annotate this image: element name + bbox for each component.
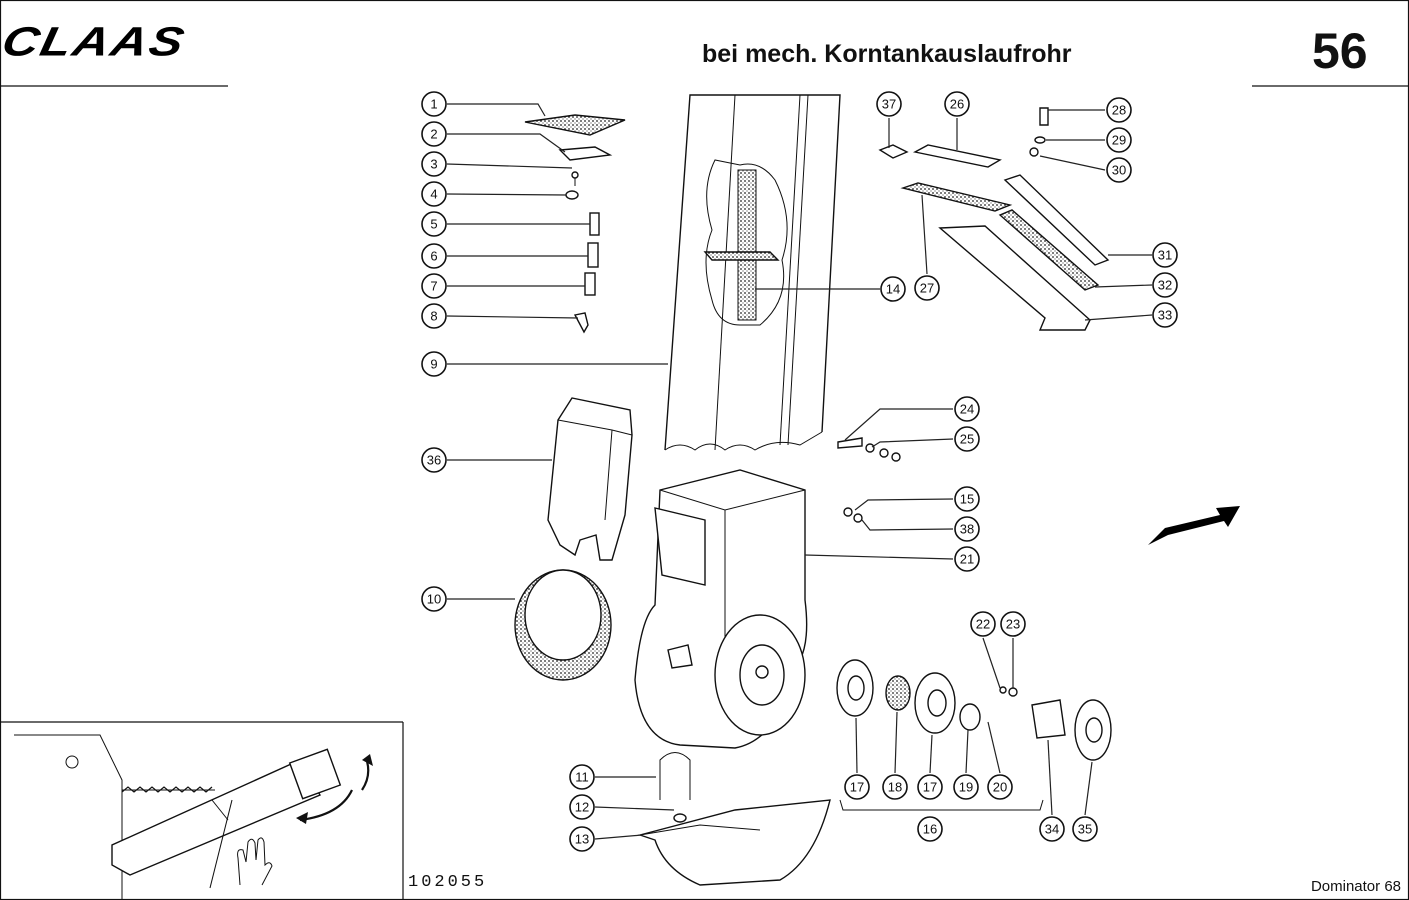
svg-text:32: 32 — [1158, 278, 1172, 293]
svg-text:2: 2 — [430, 127, 437, 142]
svg-text:6: 6 — [430, 249, 437, 264]
svg-text:1: 1 — [430, 97, 437, 112]
callout-4: 4 — [421, 181, 447, 207]
drawing-number: 102055 — [408, 873, 488, 892]
clamp-13 — [637, 752, 831, 886]
svg-text:34: 34 — [1045, 822, 1059, 837]
callout-31: 31 — [1152, 242, 1178, 268]
callout-12: 12 — [569, 794, 595, 820]
svg-text:20: 20 — [993, 780, 1007, 795]
callout-20: 20 — [987, 774, 1013, 800]
svg-text:10: 10 — [427, 592, 441, 607]
callout-26: 26 — [944, 91, 970, 117]
svg-text:38: 38 — [960, 522, 974, 537]
svg-text:22: 22 — [976, 617, 990, 632]
callout-29: 29 — [1106, 127, 1132, 153]
svg-text:26: 26 — [950, 97, 964, 112]
svg-text:8: 8 — [430, 309, 437, 324]
svg-text:4: 4 — [430, 187, 437, 202]
svg-text:27: 27 — [920, 281, 934, 296]
svg-text:31: 31 — [1158, 248, 1172, 263]
callout-38: 38 — [954, 516, 980, 542]
inset-operation-illustration — [14, 734, 373, 900]
callout-9: 9 — [421, 351, 447, 377]
svg-text:36: 36 — [427, 453, 441, 468]
belt-10 — [514, 569, 612, 681]
callout-10: 10 — [421, 586, 447, 612]
svg-text:13: 13 — [575, 832, 589, 847]
callout-37: 37 — [876, 91, 902, 117]
svg-text:9: 9 — [430, 357, 437, 372]
callout-17a: 17 — [844, 774, 870, 800]
svg-text:12: 12 — [575, 800, 589, 815]
callout-2: 2 — [421, 121, 447, 147]
callout-33: 33 — [1152, 302, 1178, 328]
callout-25: 25 — [954, 426, 980, 452]
svg-text:24: 24 — [960, 402, 974, 417]
housing-21 — [634, 469, 808, 749]
svg-text:11: 11 — [575, 770, 589, 785]
callout-8: 8 — [421, 303, 447, 329]
svg-text:16: 16 — [923, 822, 937, 837]
callout-30: 30 — [1106, 157, 1132, 183]
callout-3: 3 — [421, 151, 447, 177]
page-title: bei mech. Korntankauslaufrohr — [702, 40, 1072, 68]
callout-23: 23 — [1000, 611, 1026, 637]
bracket-36 — [547, 397, 633, 561]
callout-35: 35 — [1072, 816, 1098, 842]
svg-text:3: 3 — [430, 157, 437, 172]
callout-14: 14 — [880, 276, 906, 302]
callout-circles: 1 2 3 4 5 6 7 8 9 36 10 11 12 13 14 27 3… — [421, 91, 1178, 852]
leader-lines — [446, 103, 1153, 840]
callout-11: 11 — [569, 764, 595, 790]
callout-1: 1 — [421, 91, 447, 117]
callout-5: 5 — [421, 211, 447, 237]
callout-19: 19 — [953, 774, 979, 800]
svg-text:18: 18 — [888, 780, 902, 795]
svg-text:17: 17 — [850, 780, 864, 795]
callout-27: 27 — [914, 275, 940, 301]
direction-arrow — [1148, 506, 1240, 545]
callout-15: 15 — [954, 486, 980, 512]
svg-text:33: 33 — [1158, 308, 1172, 323]
callout-36: 36 — [421, 447, 447, 473]
callout-34: 34 — [1039, 816, 1065, 842]
svg-text:5: 5 — [430, 217, 437, 232]
callout-28: 28 — [1106, 97, 1132, 123]
callout-32: 32 — [1152, 272, 1178, 298]
hub-assembly — [836, 659, 1112, 811]
discharge-tube — [664, 94, 841, 451]
model-name: Dominator 68 — [1310, 878, 1401, 895]
callout-21: 21 — [954, 546, 980, 572]
callout-17b: 17 — [917, 774, 943, 800]
svg-text:30: 30 — [1112, 163, 1126, 178]
svg-text:37: 37 — [882, 97, 896, 112]
small-parts-column — [524, 114, 626, 334]
svg-text:35: 35 — [1078, 822, 1092, 837]
svg-text:23: 23 — [1006, 617, 1020, 632]
svg-text:29: 29 — [1112, 133, 1126, 148]
svg-text:15: 15 — [960, 492, 974, 507]
callout-24: 24 — [954, 396, 980, 422]
svg-text:14: 14 — [886, 282, 900, 297]
callout-22: 22 — [970, 611, 996, 637]
fasteners — [837, 107, 1049, 697]
svg-text:25: 25 — [960, 432, 974, 447]
callout-18: 18 — [882, 774, 908, 800]
page-number: 56 — [1312, 23, 1368, 79]
callout-16: 16 — [917, 816, 943, 842]
callout-7: 7 — [421, 273, 447, 299]
svg-text:19: 19 — [959, 780, 973, 795]
svg-text:28: 28 — [1112, 103, 1126, 118]
callout-13: 13 — [569, 826, 595, 852]
strips-26-33 — [878, 144, 1110, 331]
callout-6: 6 — [421, 243, 447, 269]
svg-text:7: 7 — [430, 279, 437, 294]
svg-text:17: 17 — [923, 780, 937, 795]
svg-text:21: 21 — [960, 552, 974, 567]
